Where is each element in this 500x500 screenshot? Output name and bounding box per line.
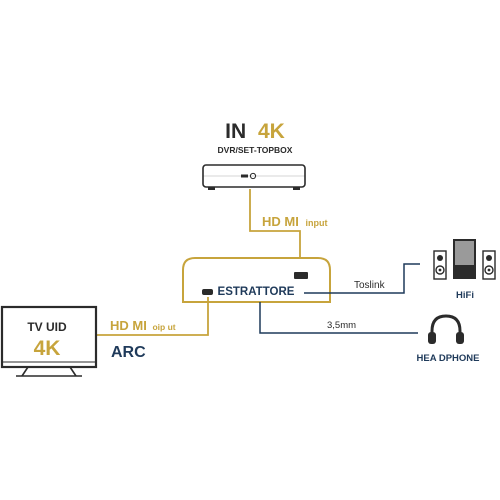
source-title-highlight: 4K — [258, 120, 285, 143]
tv-label: TV UID — [27, 320, 67, 334]
source-title: IN 4K — [225, 120, 285, 143]
jack-label: 3,5mm — [327, 320, 356, 331]
jack-cable — [259, 302, 418, 334]
hdmi-input-cable — [249, 189, 301, 272]
extractor-label: ESTRATTORE — [218, 286, 295, 298]
hdmi-input-label-suffix: input — [305, 218, 327, 228]
headphones-icon — [428, 314, 464, 344]
headphone-label: HEA DPHONE — [417, 353, 480, 364]
hdmi-output-label-main: HD MI — [110, 318, 147, 333]
hdmi-output-label-suffix: oip ut — [152, 322, 175, 332]
hdmi-input-label-main: HD MI — [262, 214, 299, 229]
set-top-box-icon — [202, 164, 306, 190]
source-title-prefix: IN — [225, 120, 246, 143]
hdmi-output-label: HD MI oip ut — [110, 318, 176, 333]
arc-label: ARC — [111, 344, 146, 361]
tv-icon — [0, 305, 98, 377]
hdmi-input-label: HD MI input — [262, 214, 327, 229]
hifi-label: HiFi — [456, 290, 474, 301]
extractor-box — [182, 257, 331, 303]
toslink-label: Toslink — [354, 280, 386, 291]
toslink-cable — [304, 263, 420, 294]
hdmi-output-cable — [97, 297, 209, 336]
hifi-speakers-icon — [433, 239, 496, 280]
source-subtitle: DVR/SET-TOPBOX — [218, 145, 293, 155]
tv-resolution: 4K — [34, 337, 61, 360]
